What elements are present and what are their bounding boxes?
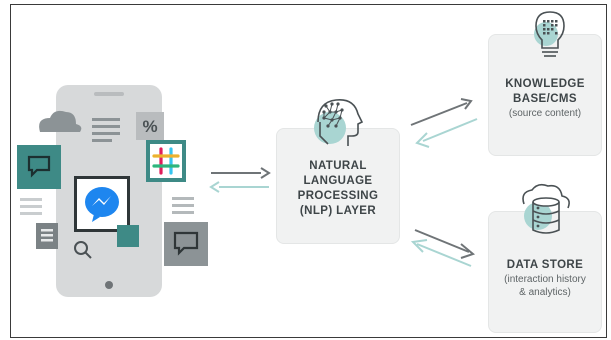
- data-store-subtitle-line-1: (interaction history: [504, 274, 586, 285]
- brain-circuit-icon: [314, 98, 364, 146]
- nlp-layer-box: NATURAL LANGUAGE PROCESSING (NLP) LAYER: [276, 128, 400, 244]
- data-store-title: DATA STORE: [506, 259, 584, 271]
- text-lines-icon-right: [172, 197, 194, 214]
- arrows-nlp-datastore: [410, 229, 476, 267]
- messenger-icon: [74, 176, 130, 232]
- document-lines-icon: [92, 118, 120, 142]
- home-button: [105, 281, 113, 289]
- data-store-box: DATA STORE (interaction history & analyt…: [488, 211, 602, 333]
- accent-square: [117, 225, 139, 247]
- chat-bubble-gray-icon: [164, 222, 208, 266]
- arrows-nlp-knowledge: [410, 98, 478, 148]
- slack-icon: [146, 140, 186, 182]
- knowledge-title-line-1: KNOWLEDGE: [505, 78, 585, 90]
- chat-bubble-icon: [17, 145, 61, 189]
- database-cloud-icon: [522, 183, 570, 234]
- nlp-title-line-1: NATURAL: [309, 160, 367, 172]
- svg-text:%: %: [142, 117, 157, 136]
- search-icon: [74, 241, 92, 259]
- nlp-title-line-2: LANGUAGE: [303, 175, 373, 187]
- percent-icon: %: [136, 112, 164, 140]
- knowledge-base-box: KNOWLEDGE BASE/CMS (source content): [488, 34, 602, 156]
- lightbulb-icon: [534, 11, 565, 57]
- arrows-phone-nlp: [209, 167, 271, 193]
- nlp-title-line-3: PROCESSING: [297, 190, 379, 202]
- knowledge-title-line-2: BASE/CMS: [513, 93, 577, 105]
- nlp-title-line-4: (NLP) LAYER: [299, 205, 377, 217]
- channel-illustration: %: [17, 85, 208, 297]
- data-store-subtitle-line-2: & analytics): [519, 287, 571, 298]
- knowledge-subtitle: (source content): [508, 108, 582, 119]
- text-lines-icon: [20, 198, 42, 215]
- list-icon: [36, 223, 58, 249]
- cloud-icon: [39, 110, 82, 132]
